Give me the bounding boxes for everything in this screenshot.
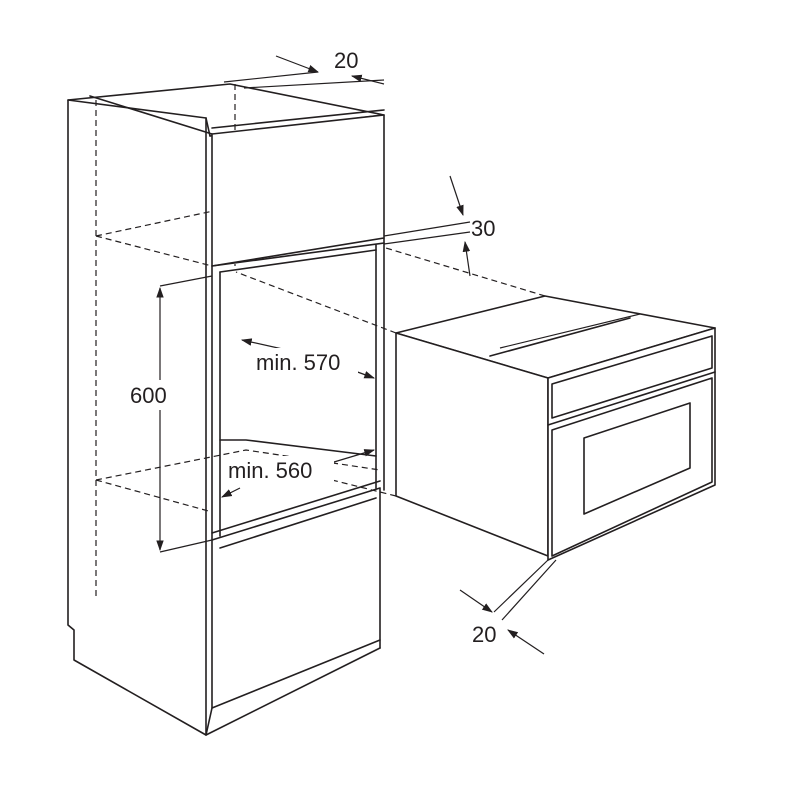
dimension-top-gap: 30 [383,175,495,277]
dimension-niche-height: 600 [128,275,213,553]
dimension-top-depth: 20 [223,48,385,89]
dimension-niche-width-bottom: min. 560 [221,449,376,498]
oven-control-panel [551,335,713,419]
upper-cabinet-door [211,109,385,267]
built-in-oven [235,247,716,561]
niche-width-top-label: min. 570 [256,350,340,375]
niche-width-bottom-label: min. 560 [228,458,312,483]
lower-cabinet-drawer [205,480,381,736]
oven-niche [211,237,385,541]
oven-window [583,402,691,515]
oven-door [551,377,713,557]
dimension-front-gap: 20 [459,559,557,655]
cabinet-side-panel [67,99,207,736]
front-gap-label: 20 [472,622,496,647]
top-gap-label: 30 [471,216,495,241]
dimension-niche-width-top: min. 570 [240,338,376,379]
top-depth-label: 20 [334,48,358,73]
niche-height-label: 600 [130,383,167,408]
